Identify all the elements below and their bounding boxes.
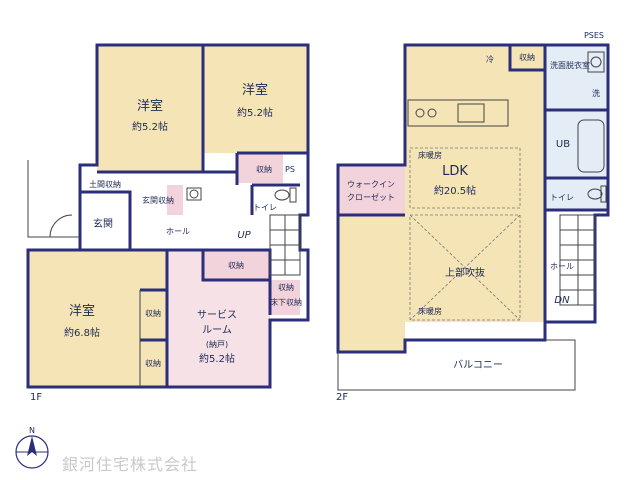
hall-west-fill <box>338 215 405 352</box>
ub-label: UB <box>556 139 570 150</box>
floor-1-label: 1F <box>30 392 42 403</box>
floor-1-plan: 洋室 約5.2帖 洋室 約5.2帖 収納 PS トイレ 土間収納 玄関収納 玄関… <box>26 43 310 403</box>
toilet-2-label: トイレ <box>550 193 574 202</box>
fridge-label: 冷 <box>486 54 494 64</box>
hall-1-label: ホール <box>166 227 190 236</box>
room-n-fill <box>203 45 308 153</box>
floor-heat-1-label: 床暖房 <box>418 150 442 160</box>
storage-mid-label: 収納 <box>228 260 244 270</box>
room-sw-area: 約6.8帖 <box>64 326 100 339</box>
closet-label: クローゼット <box>347 192 395 202</box>
ldk-label: LDK <box>442 164 468 179</box>
toilet-1-label: トイレ <box>253 203 277 212</box>
wash-label: 洗 <box>592 88 600 98</box>
up-label: UP <box>237 230 251 241</box>
toilet-icon <box>274 187 297 203</box>
room-nw-fill <box>97 45 203 172</box>
underfloor-fill <box>270 280 300 315</box>
north-arrow-icon: N <box>15 426 49 469</box>
balcony-outline <box>337 339 576 391</box>
genkan-storage-fill <box>167 185 183 215</box>
genkan-fill <box>28 185 80 237</box>
open-above-label: 上部吹抜 <box>445 266 485 279</box>
floor-2-plan: PSES 冷 収納 洗面脱衣室 洗 UB 床暖房 LDK 約20.5帖 ウォーク… <box>336 31 610 403</box>
washroom-label: 洗面脱衣室 <box>550 60 590 70</box>
stairs-icon <box>269 214 301 276</box>
room-n-area: 約5.2帖 <box>237 106 273 119</box>
underfloor-label: 床下収納 <box>270 297 302 307</box>
wall-18 <box>508 45 545 72</box>
room-sw-label: 洋室 <box>69 303 95 319</box>
stairs-icon <box>559 214 596 306</box>
dn-label: DN <box>554 295 570 306</box>
sink-icon <box>587 51 605 73</box>
ps-label: PS <box>285 165 295 174</box>
pses-label: PSES <box>584 31 604 40</box>
ldk-area: 約20.5帖 <box>434 184 476 197</box>
hall-2-label: ホール <box>550 262 574 271</box>
floor-heat-2-label: 床暖房 <box>418 306 442 316</box>
storage-sw-a-label: 収納 <box>145 308 161 318</box>
sink-icon <box>186 187 202 201</box>
genkan-storage-top-label: 土間収納 <box>89 179 121 189</box>
room-n-label: 洋室 <box>242 82 268 98</box>
porch-outline <box>27 160 80 238</box>
open-above-outline <box>409 147 521 321</box>
room-nw-label: 洋室 <box>137 98 163 114</box>
balcony-label: バルコニー <box>453 359 503 371</box>
walkin-label: ウォークイン <box>347 180 395 189</box>
floor-2-label: 2F <box>336 392 348 403</box>
company-name: 銀河住宅株式会社 <box>62 455 199 474</box>
genkan-label: 玄関 <box>93 217 113 230</box>
room-sw-fill <box>28 250 167 387</box>
service-title-1: サービス <box>197 309 237 321</box>
door-swing <box>49 214 73 238</box>
service-area: 約5.2帖 <box>199 352 235 365</box>
ldk-fill <box>405 45 545 322</box>
room-nw-area: 約5.2帖 <box>132 120 168 133</box>
service-sub: (納戸) <box>206 339 228 349</box>
walkin-fill <box>338 165 405 215</box>
service-title-2: ルーム <box>202 324 232 336</box>
storage-n-fill <box>237 153 283 183</box>
wall-5 <box>80 190 132 250</box>
kitchen-counter-icon <box>407 99 509 127</box>
storage-n-label: 収納 <box>256 164 272 174</box>
storage-mid-fill <box>203 250 270 280</box>
storage-service-label: 収納 <box>278 282 294 292</box>
bathtub-icon <box>577 119 605 173</box>
wall-9 <box>140 288 167 342</box>
wall-8 <box>201 250 270 282</box>
toilet-icon <box>587 185 607 203</box>
storage-2f-label: 収納 <box>519 52 535 62</box>
north-label: N <box>29 426 35 435</box>
genkan-storage-side-label: 玄関収納 <box>142 195 174 205</box>
storage-sw-b-label: 収納 <box>145 358 161 368</box>
